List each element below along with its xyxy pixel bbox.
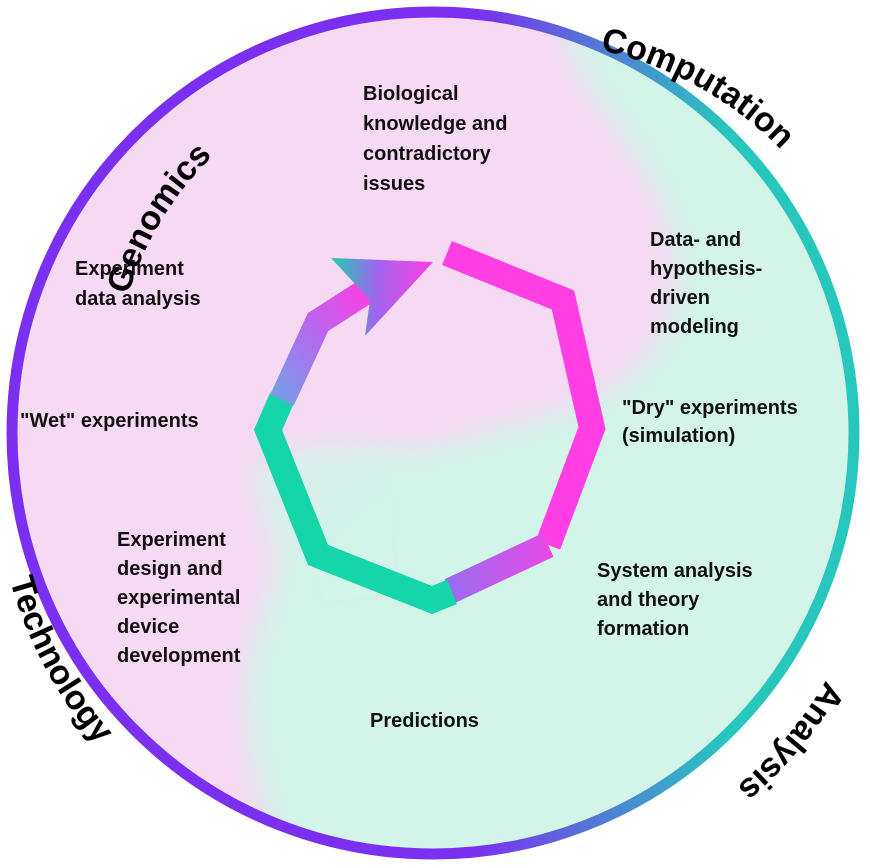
cycle-segment-rising bbox=[270, 279, 376, 406]
step-wet-experiments: "Wet" experiments bbox=[20, 410, 199, 432]
cycle-arrowhead bbox=[331, 258, 433, 336]
cycle-loop bbox=[253, 240, 606, 614]
cycle-segment-magenta bbox=[442, 240, 606, 550]
outer-ring bbox=[6, 6, 860, 860]
step-modeling: Data- and hypothesis- driven modeling bbox=[650, 229, 768, 338]
step-system-analysis: System analysis and theory formation bbox=[597, 560, 758, 640]
step-dry-experiments: "Dry" experiments (simulation) bbox=[622, 397, 803, 447]
step-experiment-design: Experiment design and experimental devic… bbox=[117, 529, 246, 667]
step-data-analysis: Experiment data analysis bbox=[75, 258, 201, 310]
step-predictions: Predictions bbox=[370, 710, 479, 732]
step-biological-knowledge: Biological knowledge and contradictory i… bbox=[363, 83, 513, 195]
cycle-segment-teal bbox=[253, 392, 457, 614]
cycle-segment-violet bbox=[444, 533, 554, 603]
